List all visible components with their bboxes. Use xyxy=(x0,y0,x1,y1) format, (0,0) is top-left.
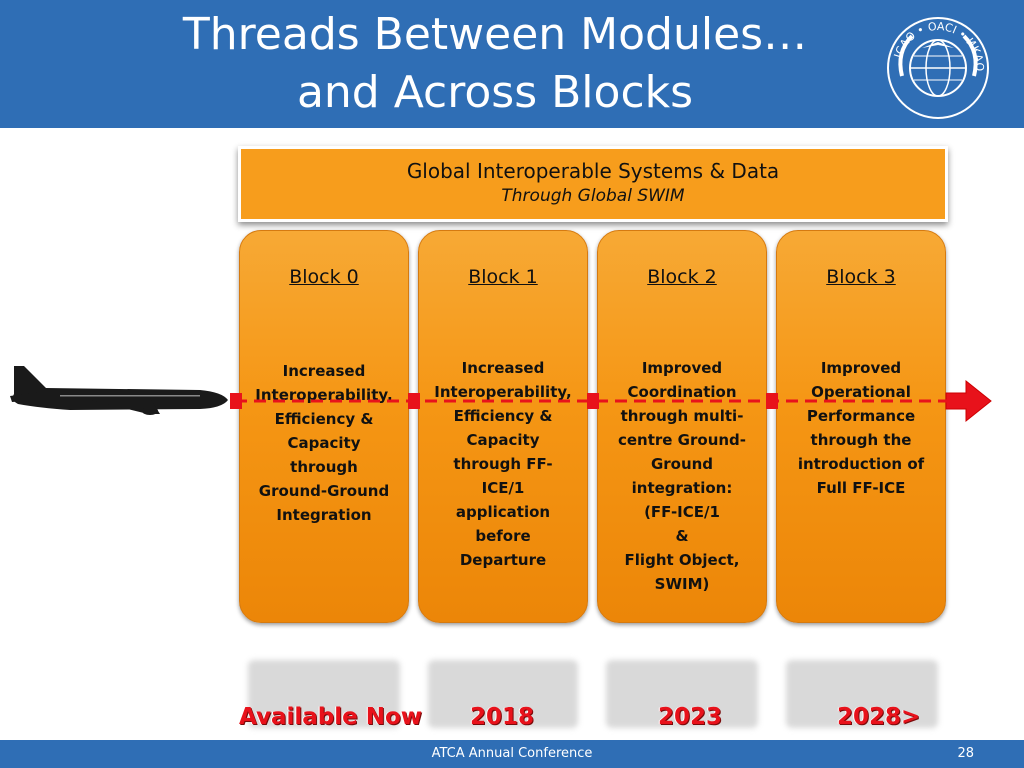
block-1-line: Departure xyxy=(459,551,547,569)
block-1-line: through FF- xyxy=(453,455,553,473)
block-2-line: (FF-ICE/1 xyxy=(644,503,720,521)
timeline-label-available-now: Available Now xyxy=(239,704,423,730)
block-0-line: Increased xyxy=(282,362,366,380)
block-2-title: Block 2 xyxy=(647,266,717,288)
block-2-line: centre Ground- xyxy=(617,431,747,449)
block-0-line: Efficiency & xyxy=(274,410,374,428)
timeline-placeholder xyxy=(248,660,400,728)
block-0-line: Capacity xyxy=(287,434,361,452)
block-1-description: Increased Interoperability, Efficiency &… xyxy=(425,356,581,572)
timeline-placeholder xyxy=(606,660,758,728)
slide-title: Threads Between Modules… and Across Bloc… xyxy=(60,6,930,122)
timeline-label-2023: 2023 xyxy=(658,704,723,730)
block-0-line: Interoperability, xyxy=(255,386,393,404)
timeline-label-2018: 2018 xyxy=(470,704,535,730)
block-3-line: Full FF-ICE xyxy=(816,479,906,497)
block-3-description: Improved Operational Performance through… xyxy=(783,356,939,500)
timeline-placeholder xyxy=(428,660,578,728)
block-2-line: Improved xyxy=(641,359,723,377)
block-0-line: through xyxy=(290,458,358,476)
swim-banner: Global Interoperable Systems & Data Thro… xyxy=(238,146,948,222)
logo-text: ICAO • OACI • ИКАО xyxy=(892,20,987,72)
block-1-line: ICE/1 xyxy=(481,479,525,497)
block-0-line: Ground-Ground xyxy=(258,482,390,500)
airplane-icon xyxy=(10,366,228,415)
block-2-card: Block 2 Improved Coordination through mu… xyxy=(597,230,767,623)
block-1-line: application xyxy=(455,503,551,521)
block-0-description: Increased Interoperability, Efficiency &… xyxy=(246,359,402,527)
icao-logo-icon: ICAO • OACI • ИКАО xyxy=(887,17,989,119)
block-1-line: Increased xyxy=(461,359,545,377)
page-number: 28 xyxy=(957,746,974,761)
block-3-line: Operational xyxy=(811,383,911,401)
block-2-line: integration: xyxy=(631,479,733,497)
block-2-description: Improved Coordination through multi- cen… xyxy=(604,356,760,596)
footer-bar: ATCA Annual Conference 28 xyxy=(0,740,1024,768)
swim-banner-line-1: Global Interoperable Systems & Data xyxy=(406,159,780,183)
block-3-title: Block 3 xyxy=(826,266,896,288)
block-1-line: Capacity xyxy=(466,431,540,449)
block-3-line: Performance xyxy=(806,407,916,425)
swim-banner-line-2: Through Global SWIM xyxy=(501,186,685,206)
svg-text:ICAO • OACI • ИКАО: ICAO • OACI • ИКАО xyxy=(892,20,987,72)
block-1-title: Block 1 xyxy=(468,266,538,288)
block-1-line: before xyxy=(475,527,531,545)
block-1-card: Block 1 Increased Interoperability, Effi… xyxy=(418,230,588,623)
block-3-line: introduction of xyxy=(797,455,925,473)
block-2-line: SWIM) xyxy=(654,575,710,593)
block-3-line: Improved xyxy=(820,359,902,377)
block-2-line: Coordination xyxy=(627,383,737,401)
block-2-line: Flight Object, xyxy=(624,551,740,569)
block-0-line: Integration xyxy=(276,506,372,524)
timeline-label-2028: 2028> xyxy=(837,704,921,730)
block-3-card: Block 3 Improved Operational Performance… xyxy=(776,230,946,623)
block-0-card: Block 0 Increased Interoperability, Effi… xyxy=(239,230,409,623)
block-0-title: Block 0 xyxy=(289,266,359,288)
block-1-line: Interoperability, xyxy=(434,383,572,401)
block-3-line: through the xyxy=(810,431,912,449)
footer-conference: ATCA Annual Conference xyxy=(431,746,593,761)
title-line-1: Threads Between Modules… xyxy=(182,9,808,60)
block-2-line: through multi- xyxy=(620,407,744,425)
block-1-line: Efficiency & xyxy=(453,407,553,425)
header-bar: Threads Between Modules… and Across Bloc… xyxy=(0,0,1024,128)
title-line-2: and Across Blocks xyxy=(296,67,694,118)
block-2-line: & xyxy=(675,527,689,545)
block-2-line: Ground xyxy=(650,455,714,473)
timeline-placeholder xyxy=(786,660,938,728)
